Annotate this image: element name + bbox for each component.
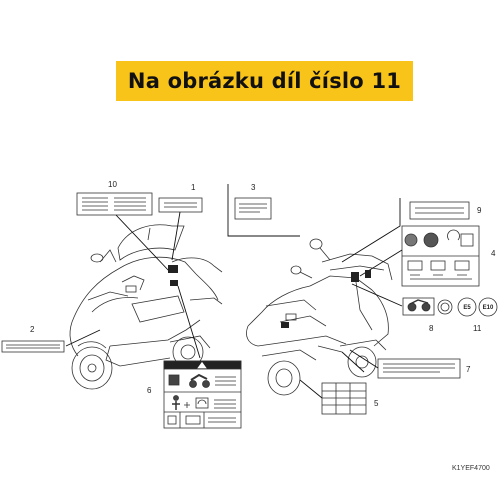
decal-5	[321, 382, 367, 415]
figure-code: K1YEF4700	[452, 465, 490, 472]
warning-triangle-icon	[197, 361, 207, 369]
callout-8: 8	[429, 324, 434, 333]
badge-e10-label: E10	[483, 305, 494, 311]
callout-numbers: 1 2 3 4 5 6 7 8 9 10 11	[30, 180, 496, 408]
callout-6: 6	[147, 386, 152, 395]
decal-10	[76, 192, 153, 216]
rider-icon	[172, 395, 180, 410]
decal-3	[234, 197, 272, 220]
decal-11-fuel-badges	[457, 297, 498, 317]
decal-2	[1, 340, 65, 353]
title-banner: Na obrázku díl číslo 11	[116, 61, 413, 101]
decal-7	[377, 358, 461, 379]
title-text: Na obrázku díl číslo 11	[127, 69, 402, 93]
decal-4	[401, 225, 480, 287]
callout-4: 4	[491, 249, 496, 258]
callout-11: 11	[473, 324, 482, 333]
callout-2: 2	[30, 325, 35, 334]
callout-10: 10	[108, 180, 117, 189]
decal-6	[163, 360, 242, 429]
decal-8	[402, 297, 453, 316]
helmet-icon	[195, 397, 209, 409]
motorcycle-icon	[189, 373, 210, 388]
callout-3: 3	[251, 183, 256, 192]
decal-1	[158, 197, 203, 213]
callout-5: 5	[374, 399, 379, 408]
badge-e5-label: E5	[463, 305, 471, 311]
callout-7: 7	[466, 365, 471, 374]
decal-9	[409, 201, 470, 220]
callout-1: 1	[191, 183, 196, 192]
decal-markers	[168, 265, 371, 328]
callout-9: 9	[477, 206, 482, 215]
scooter-right-illustration	[246, 238, 393, 396]
